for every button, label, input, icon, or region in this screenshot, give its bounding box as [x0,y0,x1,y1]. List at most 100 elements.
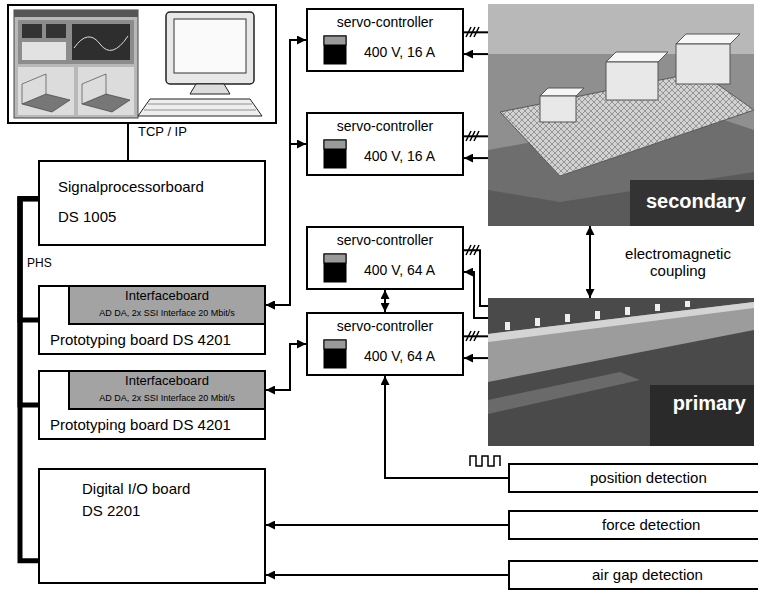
panel-button [46,24,66,38]
board-name: Interfaceboard [125,374,209,389]
interface-board: Interfaceboard AD DA, 2x SSI Interface 20… [68,285,266,325]
board-name: Signalprocessorboard [58,178,204,195]
monitor [166,12,254,84]
rating-label: 400 V, 64 A [364,262,435,278]
rail-mark [505,322,510,330]
primary-photo-illustration [488,298,754,446]
sensor-box: air gap detection [508,560,758,590]
computer-illustration [8,5,276,123]
surface-plot [22,94,70,112]
rail-side [488,372,640,414]
control-box [606,62,658,100]
board-name: Interfaceboard [125,289,209,304]
rail-mark [685,301,690,307]
surface-plot [82,94,130,112]
plot-axes [82,74,106,104]
board-type: DS 1005 [58,208,116,225]
power-line [464,135,488,137]
sensor-box: force detection [508,510,758,540]
box-top [606,52,668,62]
device-name: servo-controller [337,118,433,134]
sensor-line [266,524,508,526]
servo-controller-box: servo-controller 400 V, 64 A [306,312,464,376]
feedback-line [464,157,488,159]
power-line [464,250,488,306]
panel-scope [72,24,130,60]
keyboard [138,99,262,116]
part-name: secondary [646,190,746,213]
panel-display [22,42,66,60]
feedback-line [464,357,488,359]
board-spec: AD DA, 2x SSI Interface 20 Mbit/s [99,308,235,318]
photo-ground [488,298,754,446]
sensor-name: force detection [602,516,700,533]
box-top [540,88,584,96]
servo-icon [324,254,346,282]
device-name: servo-controller [337,232,433,248]
control-panel [18,20,134,64]
pulse-symbol [470,456,500,466]
monitor-stand [190,84,230,94]
box-top [676,34,740,44]
io-board: Digital I/O board DS 2201 [38,468,266,584]
servo-icon [324,140,346,168]
board-name: Prototyping board DS 4201 [50,416,231,433]
signal-connector [384,290,386,312]
photo-ground [488,4,754,226]
signal-connector [266,344,306,390]
servo-icon [324,36,346,64]
sensor-box: position detection [508,463,758,493]
secondary-photo: secondary [488,4,754,226]
device-name: servo-controller [337,318,433,334]
board-spec: AD DA, 2x SSI Interface 20 Mbit/s [99,393,235,403]
dark-ground [630,180,754,226]
three-phase-marks [466,27,479,341]
plot-panel [18,67,74,115]
servo-icon-top [324,36,346,45]
servo-controller-box: servo-controller 400 V, 64 A [306,226,464,290]
bus-line [20,199,38,561]
rating-label: 400 V, 64 A [364,348,435,364]
sensor-name: air gap detection [592,566,703,583]
plot-panel [78,67,134,115]
signal-connector [266,40,306,305]
rail-mark [565,314,570,322]
feedback-line [464,53,488,55]
rating-label: 400 V, 16 A [364,44,435,60]
rail-mark [655,304,660,311]
plot-axes [22,74,46,104]
servo-controller-box: servo-controller400 V, 16 A [306,112,464,176]
control-box [540,96,576,122]
processor-board: Signalprocessorboard DS 1005 [38,160,266,246]
servo-icon-top [324,254,346,263]
power-line [464,335,488,337]
part-name: primary [673,392,746,415]
control-box [676,44,730,84]
prototyping-board: Interfaceboard AD DA, 2x SSI Interface 20… [38,285,266,355]
servo-icon [324,340,346,368]
rail-mark [595,311,600,319]
bus-line [20,199,38,405]
rail-mark [625,307,630,315]
rail-mark [535,318,540,326]
power-line [464,31,488,33]
board-type: DS 2201 [82,502,140,519]
edge-label: electromagnetic coupling [612,245,744,280]
board-name: Prototyping board DS 4201 [50,331,231,348]
sensor-name: position detection [590,469,707,486]
feedback-line [464,272,488,318]
network-line [127,123,129,160]
prototyping-board: Interfaceboard AD DA, 2x SSI Interface 20… [38,370,266,440]
computer-frame [8,5,276,123]
bus-label: PHS [27,257,52,271]
secondary-photo-illustration [488,4,754,226]
monitor-screen [174,19,246,73]
signal-connector [266,144,306,305]
interface-board: Interfaceboard AD DA, 2x SSI Interface 20… [68,370,266,410]
protocol-label: TCP / IP [138,125,187,140]
sensor-line [385,376,508,478]
servo-icon-top [324,140,346,149]
coupling-arrow [589,226,591,298]
servo-icon-top [324,340,346,349]
board-name: Digital I/O board [82,480,190,497]
